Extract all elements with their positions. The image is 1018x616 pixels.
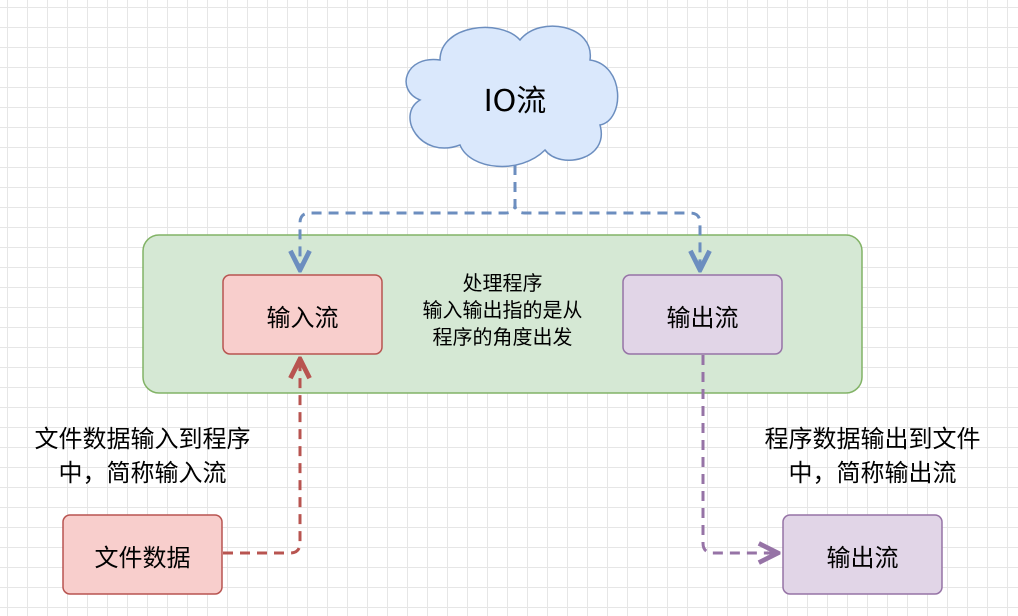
program-text-line3: 程序的角度出发 [432,325,573,349]
program-text-line2: 输入输出指的是从 [422,298,583,322]
program-description: 处理程序 输入输出指的是从 程序的角度出发 [390,270,615,351]
input-stream-label: 输入流 [266,304,339,332]
right-note: 程序数据输出到文件 中，简称输出流 [740,422,1005,490]
right-note-line2: 中，简称输出流 [788,459,957,487]
edge-cloud-to-output [513,165,700,270]
left-note-line1: 文件数据输入到程序 [34,425,251,453]
file-data-box [62,514,223,595]
edge-output-to-target [701,355,778,553]
input-stream-box [222,274,383,355]
edge-file-to-input [223,359,300,555]
output-stream-box [622,274,783,355]
output-stream-label: 输出流 [666,304,739,332]
program-text-line1: 处理程序 [462,271,543,295]
left-note: 文件数据输入到程序 中，简称输入流 [10,422,275,490]
output-target-box [782,514,943,595]
left-note-line2: 中，简称输入流 [58,459,227,487]
right-note-line1: 程序数据输出到文件 [764,425,981,453]
file-data-label: 文件数据 [94,544,191,572]
output-target-label: 输出流 [826,544,899,572]
io-cloud-shape [405,25,619,168]
io-cloud-label: IO流 [483,84,547,119]
